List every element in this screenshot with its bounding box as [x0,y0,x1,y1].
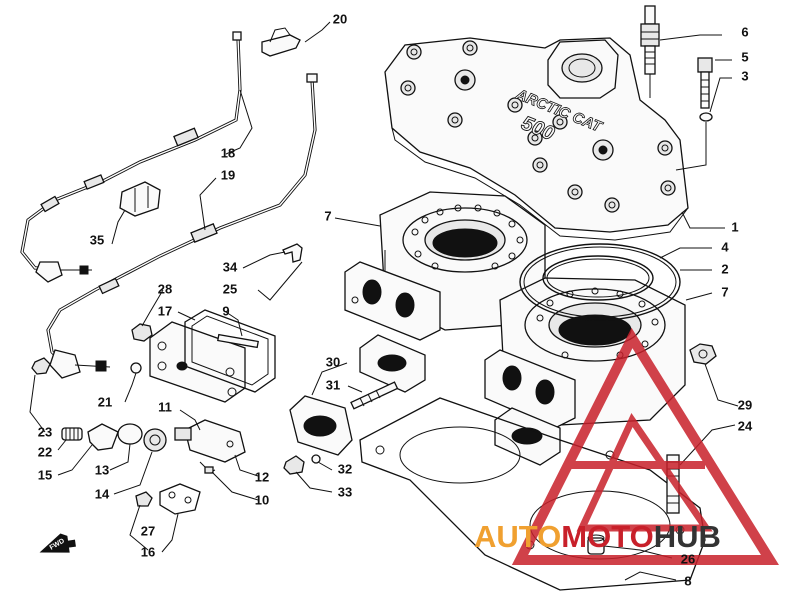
callout-numbers: 20 6 5 3 1 4 2 7 7 29 24 26 8 18 19 35 3… [38,11,753,588]
valve-cable-upper [20,31,242,283]
callout-20: 20 [333,11,347,26]
actuator-screw [204,466,214,474]
callout-5: 5 [741,49,748,64]
callout-24: 24 [738,418,753,433]
o-ring [542,255,654,301]
callout-12: 12 [255,469,269,484]
small-gasket [159,483,201,515]
callout-34: 34 [223,259,238,274]
valve-washer [130,362,142,374]
cable-clip [119,181,161,217]
callout-22: 22 [38,444,52,459]
valve-pulley [117,423,167,452]
valve-cable-lower [46,73,318,379]
front-exhaust-port [484,349,576,429]
callout-25: 25 [223,281,237,296]
callout-3: 3 [741,68,748,83]
callout-18: 18 [221,145,235,160]
watermark-logo [511,327,779,565]
intake-stud [350,381,399,410]
callout-10: 10 [255,492,269,507]
cable-nut [31,357,51,375]
forward-arrow: FWD [39,533,76,553]
callout-32: 32 [338,461,352,476]
callout-23: 23 [38,424,52,439]
leader-lines [29,21,739,581]
callout-2: 2 [721,261,728,276]
valve-actuator [174,419,246,463]
callout-29: 29 [738,397,752,412]
watermark-text: AUTOMOTOHUB [474,519,721,554]
callout-35: 35 [90,232,104,247]
head-washer [699,112,713,122]
watermark-hub: HUB [654,519,721,554]
clamp-bracket [261,27,301,57]
spark-plug [640,5,660,98]
head-gasket-ring [519,243,681,321]
head-bolt [697,57,713,109]
valve-housing [149,321,246,403]
svg-text:AUTOMOTOHUB: AUTOMOTOHUB [474,519,721,554]
callout-7-rear: 7 [324,208,331,223]
callout-21: 21 [98,394,112,409]
cylinder-nut [689,343,717,365]
callout-15: 15 [38,467,52,482]
callout-7-front: 7 [721,284,728,299]
gasket-bolt [135,491,153,507]
callout-30: 30 [326,354,340,369]
callout-1: 1 [731,219,738,234]
valve-gasket [184,309,276,393]
callout-27: 27 [141,523,155,538]
intake-gasket [289,395,353,456]
housing-nut [131,323,153,342]
intake-nut [283,455,305,475]
valve-spring [61,427,83,441]
callout-26: 26 [681,551,695,566]
callout-31: 31 [326,377,340,392]
callout-17: 17 [158,303,172,318]
valve-lever [87,423,119,451]
callout-16: 16 [141,544,155,559]
housing-stud [217,333,259,349]
watermark-moto: MOTO [561,519,653,554]
callout-33: 33 [338,484,352,499]
callout-9: 9 [222,303,229,318]
callout-4: 4 [721,239,729,254]
cylinder-head: ARCTIC CAT 500 [384,37,689,241]
callout-8: 8 [684,573,691,588]
callout-28: 28 [158,281,172,296]
intake-washer [311,454,321,464]
rear-exhaust-port [344,261,441,341]
bracket-clip [282,243,303,263]
watermark-auto: AUTO [474,519,561,554]
callout-19: 19 [221,167,235,182]
callout-14: 14 [95,486,110,501]
callout-13: 13 [95,462,109,477]
callout-11: 11 [158,399,172,414]
callout-6: 6 [741,24,748,39]
